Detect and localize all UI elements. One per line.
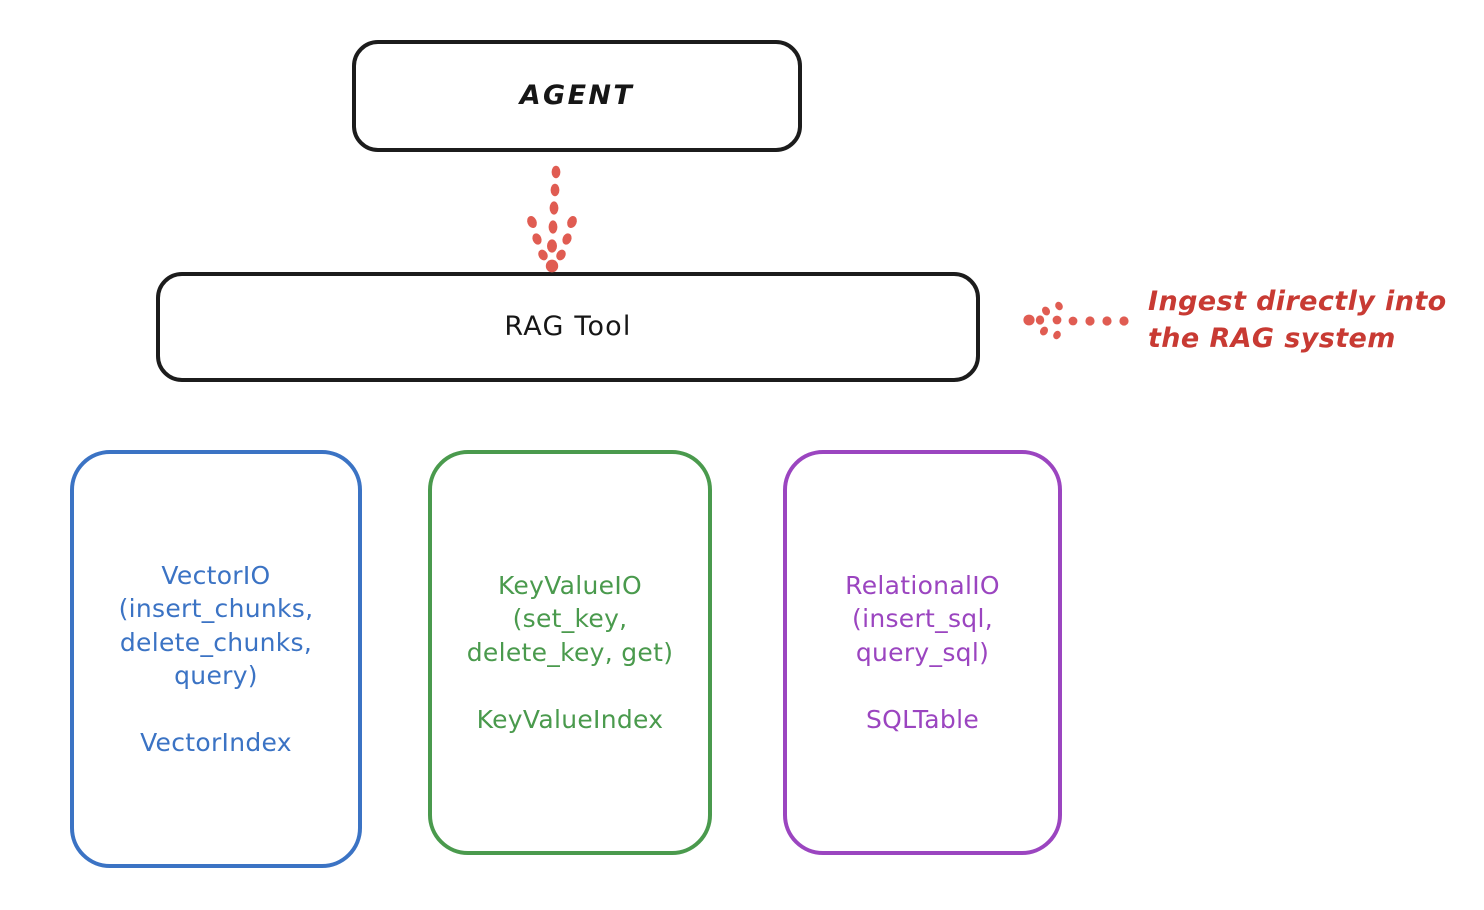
annotation-ingest: Ingest directly into the RAG system bbox=[1148, 286, 1447, 355]
node-rag-tool[interactable]: RAG Tool bbox=[156, 272, 980, 382]
node-key-value-io[interactable]: KeyValueIO (set_key, delete_key, get) Ke… bbox=[428, 450, 712, 855]
node-agent[interactable]: AGENT bbox=[352, 40, 802, 152]
node-vector-io-label: VectorIO (insert_chunks, delete_chunks, … bbox=[118, 560, 314, 758]
node-vector-io[interactable]: VectorIO (insert_chunks, delete_chunks, … bbox=[70, 450, 362, 868]
node-relational-io[interactable]: RelationalIO (insert_sql, query_sql) SQL… bbox=[783, 450, 1062, 855]
node-key-value-io-label: KeyValueIO (set_key, delete_key, get) Ke… bbox=[466, 570, 674, 734]
arrow-ingest-to-rag-tool bbox=[1023, 301, 1129, 340]
node-agent-label: AGENT bbox=[519, 80, 635, 112]
arrow-agent-to-rag-tool bbox=[527, 165, 577, 273]
node-rag-tool-label: RAG Tool bbox=[504, 311, 632, 343]
node-relational-io-label: RelationalIO (insert_sql, query_sql) SQL… bbox=[845, 570, 1000, 734]
